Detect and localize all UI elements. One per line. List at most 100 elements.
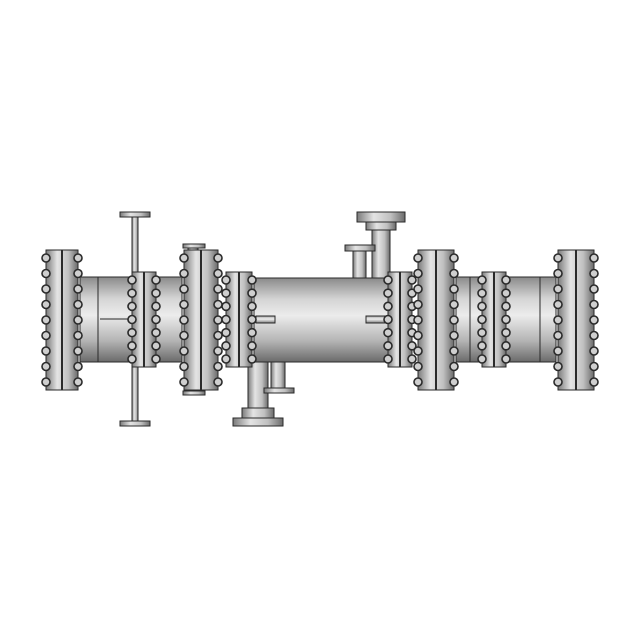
bolt-nut [73, 377, 83, 387]
bolt-nut [383, 354, 393, 364]
bolt-nut [41, 284, 51, 294]
bolt-nut [41, 330, 51, 341]
bolt-nut [413, 330, 423, 341]
shell-small-nozzle-top [352, 249, 367, 281]
bolt-nut [73, 315, 83, 325]
bolt-nut [553, 315, 563, 325]
bolt-nut [213, 361, 223, 372]
bolt-nut [213, 377, 223, 387]
bolt-nut [589, 268, 599, 279]
bolt-nut [247, 288, 257, 298]
bolt-nut [73, 346, 83, 356]
bolt-nut [179, 268, 189, 279]
bolt-nut [179, 284, 189, 294]
bolt-nut [179, 299, 189, 310]
bolt-nut [413, 253, 423, 263]
bolt-nut [213, 330, 223, 341]
bolt-nut [589, 377, 599, 387]
shell-outlet-flange [356, 211, 406, 223]
bolt-nut [41, 377, 51, 387]
bolt-nut [213, 346, 223, 356]
bolt-nut [501, 354, 511, 364]
shell-inlet-flange [232, 417, 284, 427]
bolt-nut [73, 330, 83, 341]
bolt-nut [73, 361, 83, 372]
bolt-nut [179, 315, 189, 325]
bolt-nut [127, 341, 137, 351]
drain-rod-bottom [131, 365, 139, 423]
bolt-nut [413, 299, 423, 310]
bolt-nut [221, 275, 231, 285]
bolt-nut [127, 314, 137, 325]
bolt-nut [449, 330, 459, 341]
bolt-nut [407, 354, 417, 364]
bolt-nut [449, 268, 459, 279]
bolt-nut [151, 275, 161, 285]
bolt-nut [383, 288, 393, 298]
bolt-nut [589, 346, 599, 356]
bolt-nut [213, 253, 223, 263]
vent-nozzle-cap [182, 243, 206, 249]
bolt-nut [553, 299, 563, 310]
bolt-nut [151, 288, 161, 298]
bolt-nut [383, 341, 393, 351]
bolt-nut [553, 253, 563, 263]
bolt-nut [407, 275, 417, 285]
bolt-nut [151, 341, 161, 351]
bolt-nut [179, 253, 189, 263]
shell-small-nozzle-top-cap [344, 244, 376, 252]
bolt-nut [477, 341, 487, 351]
bolt-nut [221, 301, 231, 312]
bolt-nut [383, 301, 393, 312]
bolt-nut [553, 330, 563, 341]
bolt-nut [151, 301, 161, 312]
bolt-nut [413, 377, 423, 387]
bolt-nut [127, 275, 137, 285]
support-lug-right [365, 315, 387, 324]
bolt-nut [501, 341, 511, 351]
bolt-nut [41, 253, 51, 263]
bolt-nut [383, 314, 393, 325]
bolt-nut [247, 327, 257, 338]
bolt-nut [413, 346, 423, 356]
bolt-nut [413, 315, 423, 325]
bolt-nut [383, 327, 393, 338]
bolt-nut [553, 346, 563, 356]
bolt-nut [449, 346, 459, 356]
bolt-nut [449, 284, 459, 294]
bolt-nut [553, 377, 563, 387]
bolt-nut [553, 268, 563, 279]
bolt-nut [589, 284, 599, 294]
bolt-nut [247, 301, 257, 312]
bolt-nut [449, 253, 459, 263]
bolt-nut [179, 346, 189, 356]
bolt-nut [73, 284, 83, 294]
bolt-nut [407, 341, 417, 351]
bolt-nut [41, 361, 51, 372]
bolt-nut [221, 314, 231, 325]
shell-inlet-hub [241, 407, 275, 419]
bolt-nut [501, 275, 511, 285]
shell-small-nozzle-bottom [270, 359, 286, 389]
bolt-nut [213, 268, 223, 279]
bolt-nut [501, 288, 511, 298]
vent-rod-top [131, 215, 139, 275]
bolt-nut [151, 327, 161, 338]
bolt-nut [221, 288, 231, 298]
bolt-nut [449, 377, 459, 387]
bolt-nut [477, 314, 487, 325]
bolt-nut [247, 354, 257, 364]
bolt-nut [127, 354, 137, 364]
bolt-nut [501, 301, 511, 312]
bolt-nut [247, 275, 257, 285]
bolt-nut [213, 299, 223, 310]
bolt-nut [41, 299, 51, 310]
bolt-nut [221, 354, 231, 364]
bolt-nut [41, 315, 51, 325]
bolt-nut [477, 354, 487, 364]
bolt-nut [179, 361, 189, 372]
bolt-nut [589, 330, 599, 341]
bolt-nut [151, 354, 161, 364]
bolt-nut [73, 299, 83, 310]
